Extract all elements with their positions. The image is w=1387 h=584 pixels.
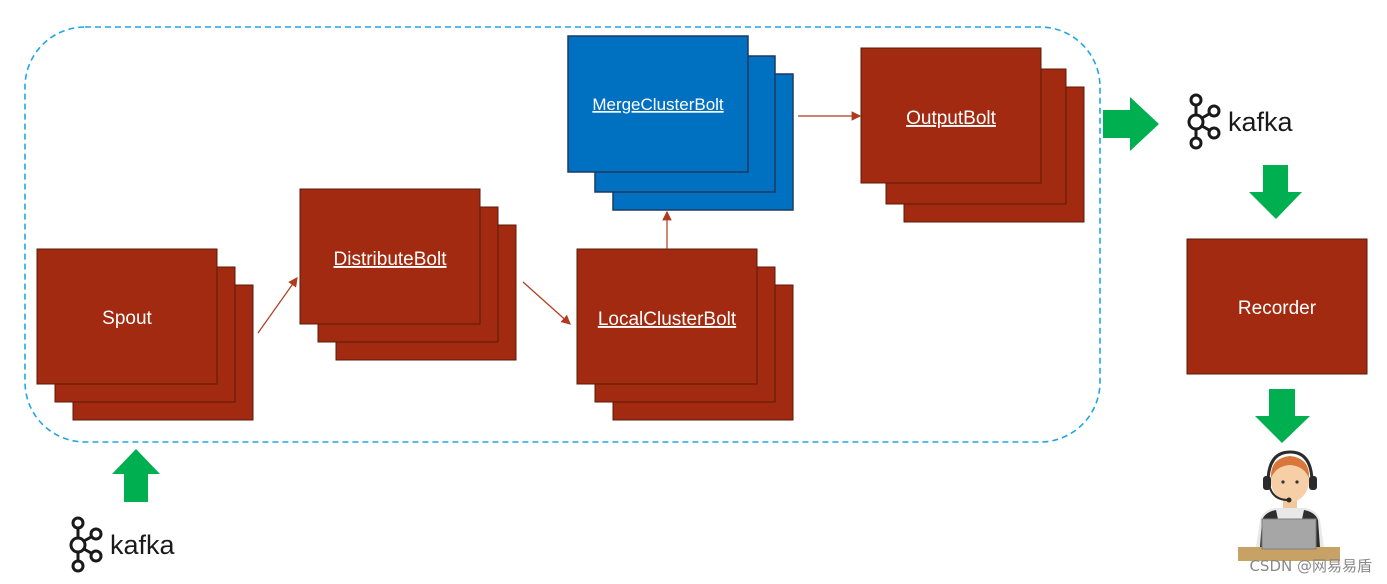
kafka-logo-icon [69,516,103,573]
kafka-output-wordmark: kafka [1228,107,1294,137]
flow-arrow-topology-to-kafka [1103,97,1159,151]
local-cluster-bolt-node: LocalClusterBolt [576,248,794,421]
merge-cluster-bolt-node: MergeClusterBolt [567,35,794,211]
flow-arrow-kafka-to-spout [112,449,160,502]
kafka-input-wordmark: kafka [110,530,176,560]
flow-arrow-recorder-to-operator [1255,389,1310,443]
edge-distribute-to-local [522,281,571,325]
spout-label: Spout [102,308,152,329]
output-bolt-node: OutputBolt [860,47,1085,223]
operator-headset-icon [1238,450,1340,561]
flow-arrow-kafka-to-recorder [1249,165,1302,219]
recorder-label: Recorder [1238,298,1317,319]
storm-topology-boundary [24,26,1101,443]
local-cluster-bolt-label: LocalClusterBolt [598,309,737,330]
edge-spout-to-distribute [257,277,298,334]
distribute-bolt-node: DistributeBolt [299,188,517,361]
spout-node: Spout [36,248,254,421]
watermark-text: CSDN @网易易盾 [1249,557,1372,575]
output-bolt-label: OutputBolt [906,108,996,129]
kafka-output-logo: kafka [1187,93,1294,150]
distribute-bolt-label: DistributeBolt [334,249,448,270]
kafka-input-logo: kafka [69,516,176,573]
recorder-node: Recorder [1186,238,1368,375]
kafka-logo-icon [1187,93,1221,150]
merge-cluster-bolt-label: MergeClusterBolt [592,95,724,114]
